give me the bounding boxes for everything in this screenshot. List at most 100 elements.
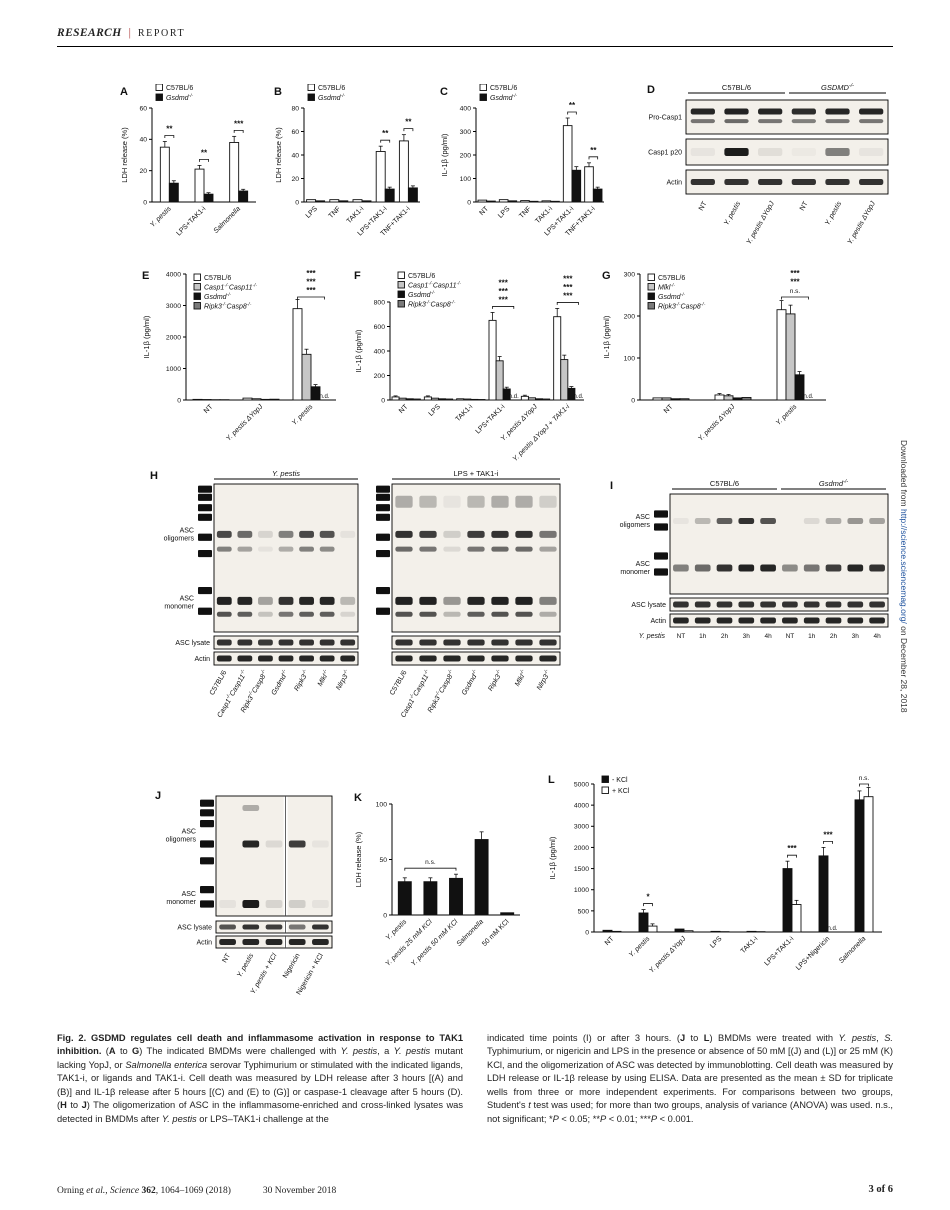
svg-text:25: 25 [204, 888, 210, 894]
svg-text:LDH release (%): LDH release (%) [274, 127, 283, 183]
svg-text:LPS+TAK1-i: LPS+TAK1-i [475, 403, 507, 435]
svg-text:NT: NT [799, 200, 810, 212]
svg-text:4h: 4h [873, 633, 881, 640]
svg-text:Ripk3-/-Casp8-/-: Ripk3-/-Casp8-/- [408, 299, 456, 308]
svg-text:C57BL/6: C57BL/6 [658, 275, 685, 282]
svg-text:ASC: ASC [636, 514, 650, 521]
svg-text:ASC: ASC [636, 561, 650, 568]
svg-text:oligomers: oligomers [620, 522, 651, 529]
svg-text:20: 20 [380, 609, 386, 615]
svg-text:NT: NT [398, 403, 410, 415]
svg-text:LPS: LPS [709, 935, 724, 950]
svg-text:LPS+TAK1-i: LPS+TAK1-i [175, 205, 207, 237]
svg-text:TNF: TNF [328, 205, 343, 220]
svg-text:***: *** [498, 278, 508, 287]
svg-text:0: 0 [585, 929, 589, 936]
kicker-separator: | [128, 27, 131, 39]
svg-text:**: ** [166, 124, 173, 133]
svg-text:C57BL/6: C57BL/6 [408, 273, 435, 280]
svg-text:40: 40 [291, 152, 299, 159]
svg-text:4000: 4000 [166, 271, 181, 278]
svg-text:F: F [354, 270, 361, 282]
svg-text:Y. pestis: Y. pestis [824, 200, 843, 227]
svg-text:H: H [150, 470, 158, 482]
svg-text:100: 100 [624, 355, 636, 362]
svg-text:oligomers: oligomers [166, 837, 197, 844]
svg-text:Nlrp3-/-: Nlrp3-/- [534, 668, 553, 691]
svg-text:4h: 4h [764, 633, 772, 640]
svg-text:1000: 1000 [574, 887, 589, 894]
svg-text:Ripk3-/-Casp8-/-: Ripk3-/-Casp8-/- [425, 668, 457, 714]
svg-text:2000: 2000 [166, 334, 181, 341]
svg-text:37: 37 [204, 859, 210, 865]
svg-text:C57BL/6: C57BL/6 [318, 85, 345, 92]
svg-text:0: 0 [383, 912, 387, 919]
footer-citation: Orning et al., Science 362, 1064–1069 (2… [57, 1186, 336, 1196]
svg-text:ASC lysate: ASC lysate [175, 640, 210, 647]
svg-text:250: 250 [200, 487, 209, 493]
svg-text:ASC: ASC [180, 527, 194, 534]
svg-text:IL-1β (pg/ml): IL-1β (pg/ml) [602, 315, 611, 358]
svg-text:Salmonella: Salmonella [213, 205, 243, 235]
svg-text:n.d.: n.d. [319, 394, 329, 400]
svg-text:ASC lysate: ASC lysate [631, 602, 666, 609]
svg-text:Actin: Actin [196, 940, 212, 947]
download-note: Downloaded from http://science.sciencema… [899, 440, 909, 1040]
svg-text:50: 50 [204, 842, 210, 848]
download-note-pre: Downloaded from [899, 440, 909, 509]
svg-text:Gsdmd-/-: Gsdmd-/- [166, 93, 194, 102]
svg-text:Actin: Actin [650, 618, 666, 625]
svg-text:500: 500 [578, 908, 590, 915]
svg-text:NT: NT [698, 200, 709, 212]
svg-text:K: K [354, 792, 362, 804]
svg-text:20: 20 [202, 609, 208, 615]
svg-text:Y. pestis + KCl: Y. pestis + KCl [250, 952, 279, 995]
svg-text:37: 37 [658, 525, 664, 531]
svg-text:50 mM KCl: 50 mM KCl [481, 918, 511, 948]
svg-text:800: 800 [374, 299, 386, 306]
svg-text:100: 100 [460, 176, 472, 183]
svg-text:oligomers: oligomers [164, 535, 195, 542]
caption-column-2: indicated time points (I) or after 3 hou… [487, 1033, 893, 1124]
svg-text:60: 60 [139, 105, 147, 112]
svg-text:250: 250 [378, 487, 387, 493]
svg-text:***: *** [498, 295, 508, 304]
svg-text:50: 50 [658, 512, 664, 518]
svg-text:ASC lysate: ASC lysate [177, 925, 212, 932]
svg-text:Y. pestis ΔYopJ + TAK1-i: Y. pestis ΔYopJ + TAK1-i [512, 403, 572, 463]
svg-text:25: 25 [658, 554, 664, 560]
svg-text:E: E [142, 270, 149, 282]
svg-text:Y. pestis ΔYopJ: Y. pestis ΔYopJ [225, 403, 265, 443]
svg-text:IL-1β (pg/ml): IL-1β (pg/ml) [142, 315, 151, 358]
svg-text:150: 150 [200, 496, 209, 502]
svg-text:3h: 3h [852, 633, 860, 640]
svg-text:B: B [274, 86, 282, 98]
svg-text:2h: 2h [721, 633, 729, 640]
svg-text:TAK1-i: TAK1-i [455, 403, 475, 423]
svg-text:Gsdmd-/-: Gsdmd-/- [408, 290, 436, 299]
svg-text:**: ** [569, 101, 576, 110]
svg-text:TNF: TNF [518, 205, 533, 220]
citation-text: Orning et al., Science 362, 1064–1069 (2… [57, 1186, 231, 1196]
svg-text:Y. pestis: Y. pestis [723, 200, 742, 227]
svg-text:20: 20 [204, 902, 210, 908]
svg-text:C57BL/6: C57BL/6 [722, 83, 751, 92]
kicker-report: REPORT [137, 28, 186, 39]
svg-text:Casp1 p20: Casp1 p20 [648, 150, 682, 157]
svg-text:***: *** [498, 287, 508, 296]
svg-text:1h: 1h [699, 633, 707, 640]
svg-text:n.d.: n.d. [573, 394, 583, 400]
svg-text:C57BL/6: C57BL/6 [710, 479, 739, 488]
svg-text:LPS: LPS [305, 205, 320, 220]
svg-text:Pro-Casp1: Pro-Casp1 [649, 115, 683, 122]
svg-text:***: *** [234, 119, 244, 128]
svg-text:2h: 2h [830, 633, 838, 640]
svg-text:TAK1-i: TAK1-i [740, 935, 760, 955]
sciencemag-link[interactable]: http://science.sciencemag.org/ [899, 508, 909, 624]
section-kicker: RESEARCH|REPORT [57, 27, 185, 39]
svg-text:Y. pestis: Y. pestis [272, 469, 300, 478]
